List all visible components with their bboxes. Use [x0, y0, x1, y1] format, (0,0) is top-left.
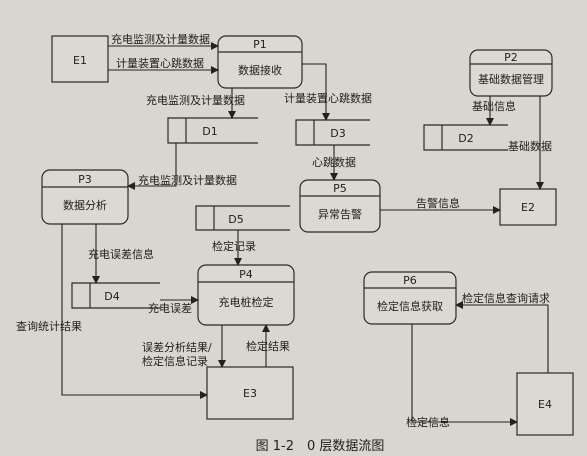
flow-label-e4-p6: 检定信息查询请求: [462, 291, 550, 305]
process-p3-box: [41, 169, 129, 225]
flow-label-e3-p4: 检定结果: [246, 339, 290, 353]
entity-e1-label: E1: [73, 54, 87, 67]
entity-e3-label: E3: [243, 387, 257, 400]
flow-e4-p6: [455, 301, 549, 373]
store-d2-label: D2: [458, 132, 473, 145]
entity-e2-label: E2: [521, 201, 535, 214]
store-d4-shape: [71, 282, 160, 309]
flow-label-d4-p4: 充电误差: [148, 301, 192, 315]
store-d3-label: D3: [330, 127, 345, 140]
flow-label-p2-e2: 基础数据: [508, 139, 552, 153]
flow-label-p2-info: 基础信息: [472, 99, 516, 113]
store-d4-label: D4: [104, 290, 119, 303]
flow-label-e1-p1-monitor: 充电监测及计量数据: [111, 32, 210, 46]
store-d2-shape: [423, 124, 508, 151]
process-p2-box: [469, 49, 553, 97]
process-p6-id: P6: [403, 274, 417, 287]
flow-label-p3-e3: 查询统计结果: [16, 319, 82, 333]
process-p3-name: 数据分析: [63, 198, 107, 212]
process-p1-id: P1: [253, 38, 267, 51]
process-p5-name: 异常告警: [318, 207, 362, 221]
process-p2-name: 基础数据管理: [478, 72, 544, 86]
entity-e1-box: [51, 35, 109, 83]
flow-d1-p3: [127, 143, 177, 190]
entity-e2-box: [499, 188, 557, 226]
process-p4-id: P4: [239, 268, 253, 281]
process-p5-id: P5: [333, 182, 347, 195]
flow-label-e1-p1-heartbeat: 计量装置心跳数据: [116, 56, 204, 70]
flow-label-d1-p3: 充电监测及计量数据: [138, 173, 237, 187]
entity-e3-box: [206, 366, 294, 420]
flow-p6-e4: [411, 324, 518, 426]
process-p6-box: [363, 271, 457, 325]
flow-label-d5-p4: 检定记录: [212, 239, 256, 253]
flow-label-p4-e3-b: 检定信息记录: [142, 354, 208, 368]
process-p6-name: 检定信息获取: [377, 299, 443, 313]
process-p2-id: P2: [504, 51, 518, 64]
process-p5-box: [299, 179, 381, 233]
flow-label-d3-p5: 心跳数据: [312, 155, 356, 169]
flow-label-p4-e3-a: 误差分析结果/: [142, 340, 212, 354]
flow-label-p5-e2: 告警信息: [416, 196, 460, 210]
entity-e4-label: E4: [538, 398, 552, 411]
process-p1-box: [217, 35, 303, 89]
store-d5-shape: [195, 205, 290, 231]
store-d5-label: D5: [228, 213, 243, 226]
process-p3-id: P3: [78, 173, 92, 186]
entity-e4-box: [516, 372, 574, 436]
store-d3-shape: [295, 119, 370, 146]
flow-label-p6-e4: 检定信息: [406, 415, 450, 429]
store-d1-label: D1: [202, 125, 217, 138]
store-d1-shape: [167, 117, 258, 144]
figure-caption: 图 1-2 0 层数据流图: [256, 439, 385, 454]
flow-p3-e3: [61, 224, 208, 399]
process-p4-box: [197, 264, 295, 326]
process-p4-name: 充电桩检定: [219, 295, 274, 309]
flow-label-p3-d4: 充电误差信息: [88, 247, 154, 261]
flow-label-p1-d3: 计量装置心跳数据: [284, 91, 372, 105]
flow-label-p1-d1: 充电监测及计量数据: [146, 93, 245, 107]
process-p1-name: 数据接收: [238, 63, 282, 77]
flow-p1-d3: [302, 63, 330, 121]
